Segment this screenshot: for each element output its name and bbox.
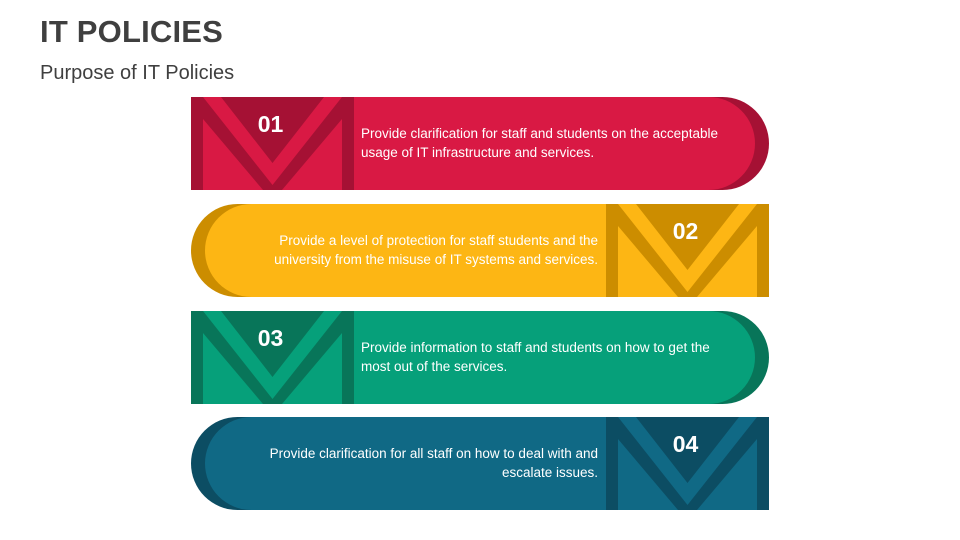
pill-banner [311, 97, 755, 190]
chevron-m-icon [191, 311, 354, 404]
policy-item-2: 02 Provide a level of protection for sta… [191, 204, 769, 297]
policy-item-1: 01 Provide clarification for staff and s… [191, 97, 769, 190]
chevron-m-icon [606, 417, 769, 510]
chevron-m-icon [606, 204, 769, 297]
item-number: 01 [257, 111, 284, 137]
item-description: Provide information to staff and student… [361, 340, 710, 374]
pill-banner [205, 417, 649, 510]
chevron-m-icon [191, 97, 354, 190]
item-description: Provide clarification for staff and stud… [361, 126, 718, 160]
item-number: 04 [672, 431, 699, 457]
number-block: 04 [606, 417, 769, 510]
page-subtitle: Purpose of IT Policies [40, 62, 235, 84]
pill-banner [311, 311, 755, 404]
policy-item-3: 03 Provide information to staff and stud… [191, 311, 769, 404]
item-description: Provide clarification for all staff on h… [269, 446, 598, 480]
number-block: 03 [191, 311, 354, 404]
pill-banner [205, 204, 649, 297]
item-number: 02 [672, 218, 699, 244]
number-block: 02 [606, 204, 769, 297]
item-description: Provide a level of protection for staff … [274, 233, 598, 267]
item-number: 03 [257, 325, 284, 351]
policy-item-4: 04 Provide clarification for all staff o… [191, 417, 769, 510]
number-block: 01 [191, 97, 354, 190]
page-title: IT POLICIES [40, 14, 224, 49]
